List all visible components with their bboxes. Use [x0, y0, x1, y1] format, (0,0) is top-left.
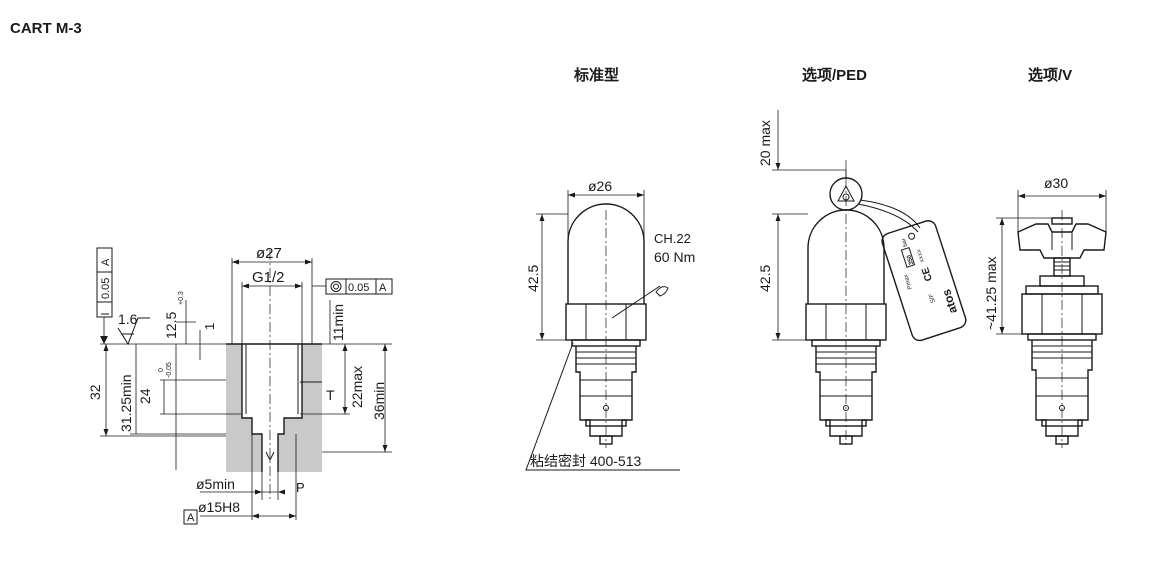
port-p: P	[296, 480, 305, 495]
dim-dia15h8: ø15H8	[198, 499, 240, 515]
coaxial-value: 0.05	[348, 282, 369, 294]
seals-label: 粘结密封 400-513	[530, 453, 641, 469]
std-height: 42.5	[525, 265, 541, 292]
v-dia: ø30	[1044, 175, 1068, 191]
dim-22max: 22max	[349, 366, 365, 408]
standard-title: 标准型	[573, 66, 619, 84]
ped-height: 42.5	[757, 265, 773, 292]
port-t: T	[326, 387, 335, 403]
coaxial-ref: A	[379, 282, 387, 294]
v-title: 选项/V	[1028, 66, 1072, 84]
dim-32: 32	[87, 384, 103, 400]
cavity-bore	[242, 344, 302, 472]
dim-1: 1	[202, 323, 217, 330]
tag-xxxx: XXXX	[916, 248, 926, 263]
tag-bar: bar	[901, 237, 909, 247]
dim-12-5: 12.5	[163, 312, 179, 339]
dim-3125min: 31.25min	[118, 374, 134, 432]
wrench-size: CH.22	[654, 231, 691, 246]
std-dia: ø26	[588, 178, 612, 194]
flatness-ref: A	[100, 258, 112, 266]
cavity-drawing: ø27 G1/2 0.05 A 11min 22max 36min T	[87, 245, 393, 525]
dim-12-5-tol: +0.3	[178, 291, 185, 305]
tag-350: 350	[906, 253, 915, 265]
dim-36min: 36min	[371, 382, 387, 420]
dim-24: 24	[137, 388, 153, 404]
dim-24-tol-b: -0.05	[166, 362, 173, 378]
v-height: ~41.25 max	[983, 256, 999, 330]
dim-dia5min: ø5min	[196, 476, 235, 492]
tag-pmax: Pmax	[903, 274, 913, 290]
roughness: 1.6	[118, 311, 138, 327]
dim-24-tol-a: 0	[158, 368, 165, 372]
ped-view: 选项/PED Pmax 350 bar S/F CE XXXX	[757, 66, 967, 448]
dim-11min: 11min	[330, 304, 346, 341]
v-view: 选项/V ø30 ~41.25 max	[983, 66, 1107, 448]
flatness-value: 0.05	[100, 278, 112, 299]
standard-view: 标准型 ø26 42.5 CH.22 60 Nm 粘结密封	[525, 66, 695, 471]
tag-sf: S/F	[928, 292, 937, 303]
torque: 60 Nm	[654, 249, 695, 265]
ped-title: 选项/PED	[802, 66, 867, 84]
page-title: CART M-3	[10, 20, 82, 37]
ped-top: 20 max	[757, 120, 773, 166]
dim-thread: G1/2	[252, 269, 285, 286]
datum-a: A	[187, 512, 195, 524]
dim-dia27: ø27	[256, 245, 282, 262]
tag-ce: CE	[920, 266, 935, 283]
